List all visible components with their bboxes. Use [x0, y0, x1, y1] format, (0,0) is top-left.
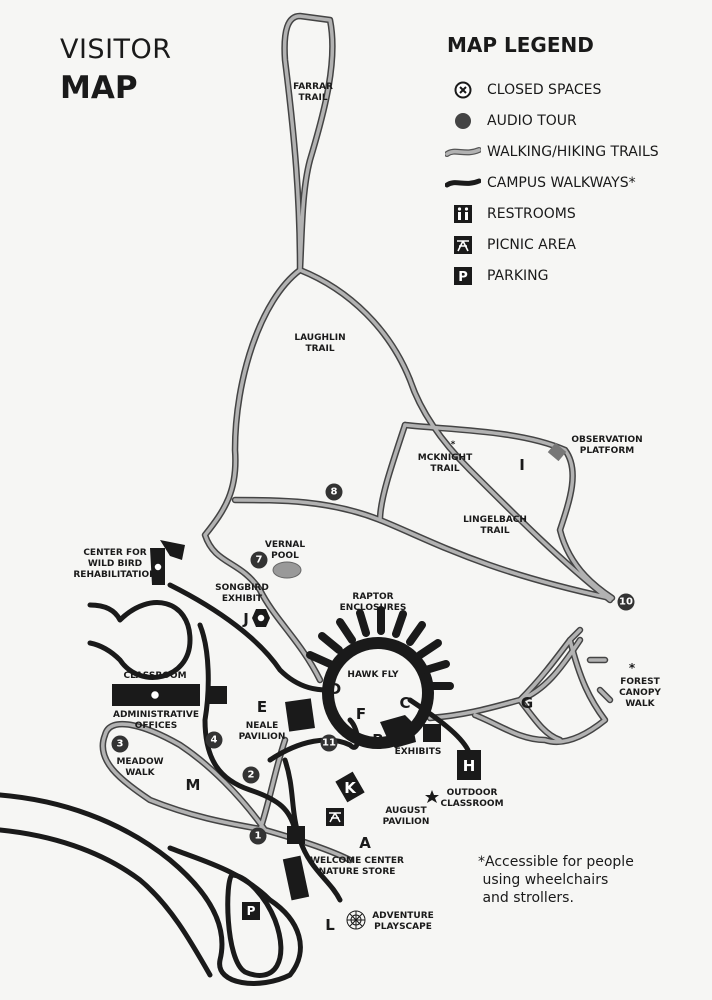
closed-circle-x-icon	[445, 81, 481, 99]
label-wild-bird-center: CENTER FOR WILD BIRD REHABILITATION	[73, 548, 157, 580]
label-adventure-playscape: ADVENTURE PLAYSCAPE	[372, 911, 434, 932]
label-laughlin-trail: LAUGHLIN TRAIL	[294, 333, 346, 354]
campus-walkways	[0, 582, 471, 986]
letter-H: H	[462, 757, 476, 775]
letter-A: A	[359, 834, 371, 852]
letter-G: G	[520, 694, 534, 712]
parking-icon: P	[445, 266, 481, 285]
svg-text:P: P	[458, 270, 468, 285]
outdoor-classroom-building	[457, 750, 481, 780]
wild-bird-building	[150, 540, 185, 585]
letter-B: B	[372, 731, 384, 749]
label-exhibits: EXHIBITS	[394, 747, 442, 757]
label-neale-pavilion: NEALE PAVILION	[238, 721, 286, 742]
audio-stop-7[interactable]: 7	[250, 551, 268, 569]
letter-C: C	[399, 694, 411, 712]
label-welcome-center: WELCOME CENTER NATURE STORE	[310, 856, 404, 877]
observation-platform	[547, 442, 567, 462]
letter-M: M	[185, 776, 201, 794]
audio-stop-11[interactable]: 11	[320, 734, 338, 752]
label-mcknight-star: *	[450, 440, 456, 450]
august-pavilion-building	[335, 771, 365, 803]
black-walkway-icon	[445, 177, 481, 189]
hiking-trails	[99, 12, 616, 864]
restroom-icons	[209, 686, 441, 844]
legend-item-restrooms: RESTROOMS	[445, 198, 659, 229]
title-visitor: VISITOR	[60, 34, 172, 65]
letter-F: F	[355, 705, 367, 723]
letter-J: J	[243, 610, 249, 628]
letter-D: D	[328, 680, 342, 698]
label-farrar-trail: FARRAR TRAIL	[293, 82, 333, 103]
legend-item-closed: CLOSED SPACES	[445, 74, 659, 105]
hawk-fly-enclosure	[306, 606, 454, 749]
restroom-icon	[445, 204, 481, 223]
picnic-table-icon	[445, 235, 481, 254]
label-lingelbach-trail: LINGELBACH TRAIL	[463, 515, 527, 536]
audio-stop-8[interactable]: 8	[325, 483, 343, 501]
outdoor-classroom-star-icon	[425, 790, 439, 803]
label-hawk-fly: HAWK FLY	[347, 670, 399, 680]
legend-item-walkways: CAMPUS WALKWAYS*	[445, 167, 659, 198]
label-august-pavilion: AUGUST PAVILION	[382, 806, 430, 827]
letter-L: L	[325, 916, 335, 934]
label-forest-star: *	[628, 661, 636, 675]
label-vernal-pool: VERNAL POOL	[264, 540, 306, 561]
label-songbird-exhibit: SONGBIRD EXHIBIT	[215, 583, 269, 604]
closed-markers	[149, 562, 266, 701]
letter-K: K	[344, 779, 356, 797]
picnic-icon	[326, 808, 344, 826]
map-legend: CLOSED SPACES AUDIO TOUR WALKING/HIKING …	[445, 74, 659, 291]
audio-stop-1[interactable]: 1	[249, 827, 267, 845]
label-observation-platform: OBSERVATION PLATFORM	[571, 435, 643, 456]
label-mcknight-trail: MCKNIGHT TRAIL	[417, 453, 473, 474]
letter-I: I	[519, 456, 525, 474]
label-administrative-offices: ADMINISTRATIVE OFFICES	[112, 710, 200, 731]
label-meadow-walk: MEADOW WALK	[116, 757, 164, 778]
audio-stop-2[interactable]: 2	[242, 766, 260, 784]
welcome-center-building	[282, 855, 310, 901]
audio-stop-10[interactable]: 10	[617, 593, 635, 611]
title-map: MAP	[60, 70, 138, 106]
audio-stop-3[interactable]: 3	[111, 735, 129, 753]
accessibility-note: *Accessible for people using wheelchairs…	[478, 854, 634, 906]
neale-pavilion-building	[285, 698, 315, 732]
legend-title: MAP LEGEND	[447, 33, 594, 57]
label-forest-canopy-walk: FOREST CANOPY WALK	[619, 677, 661, 709]
playscape-web-icon	[346, 910, 366, 930]
letter-P: P	[246, 904, 256, 918]
legend-item-audio: AUDIO TOUR	[445, 105, 659, 136]
audio-dot-icon	[445, 112, 481, 130]
legend-item-trails: WALKING/HIKING TRAILS	[445, 136, 659, 167]
exhibits-building	[380, 715, 416, 748]
gray-trail-icon	[445, 146, 481, 158]
parking-icon	[242, 902, 260, 920]
label-raptor-enclosures: RAPTOR ENCLOSURES	[339, 592, 407, 613]
letter-E: E	[256, 698, 268, 716]
vernal-pool-pond	[272, 561, 302, 579]
label-classroom: CLASSROOM	[123, 671, 187, 681]
audio-stop-4[interactable]: 4	[205, 731, 223, 749]
buildings	[112, 442, 567, 901]
label-outdoor-classroom: OUTDOOR CLASSROOM	[440, 788, 504, 809]
legend-item-picnic: PICNIC AREA	[445, 229, 659, 260]
